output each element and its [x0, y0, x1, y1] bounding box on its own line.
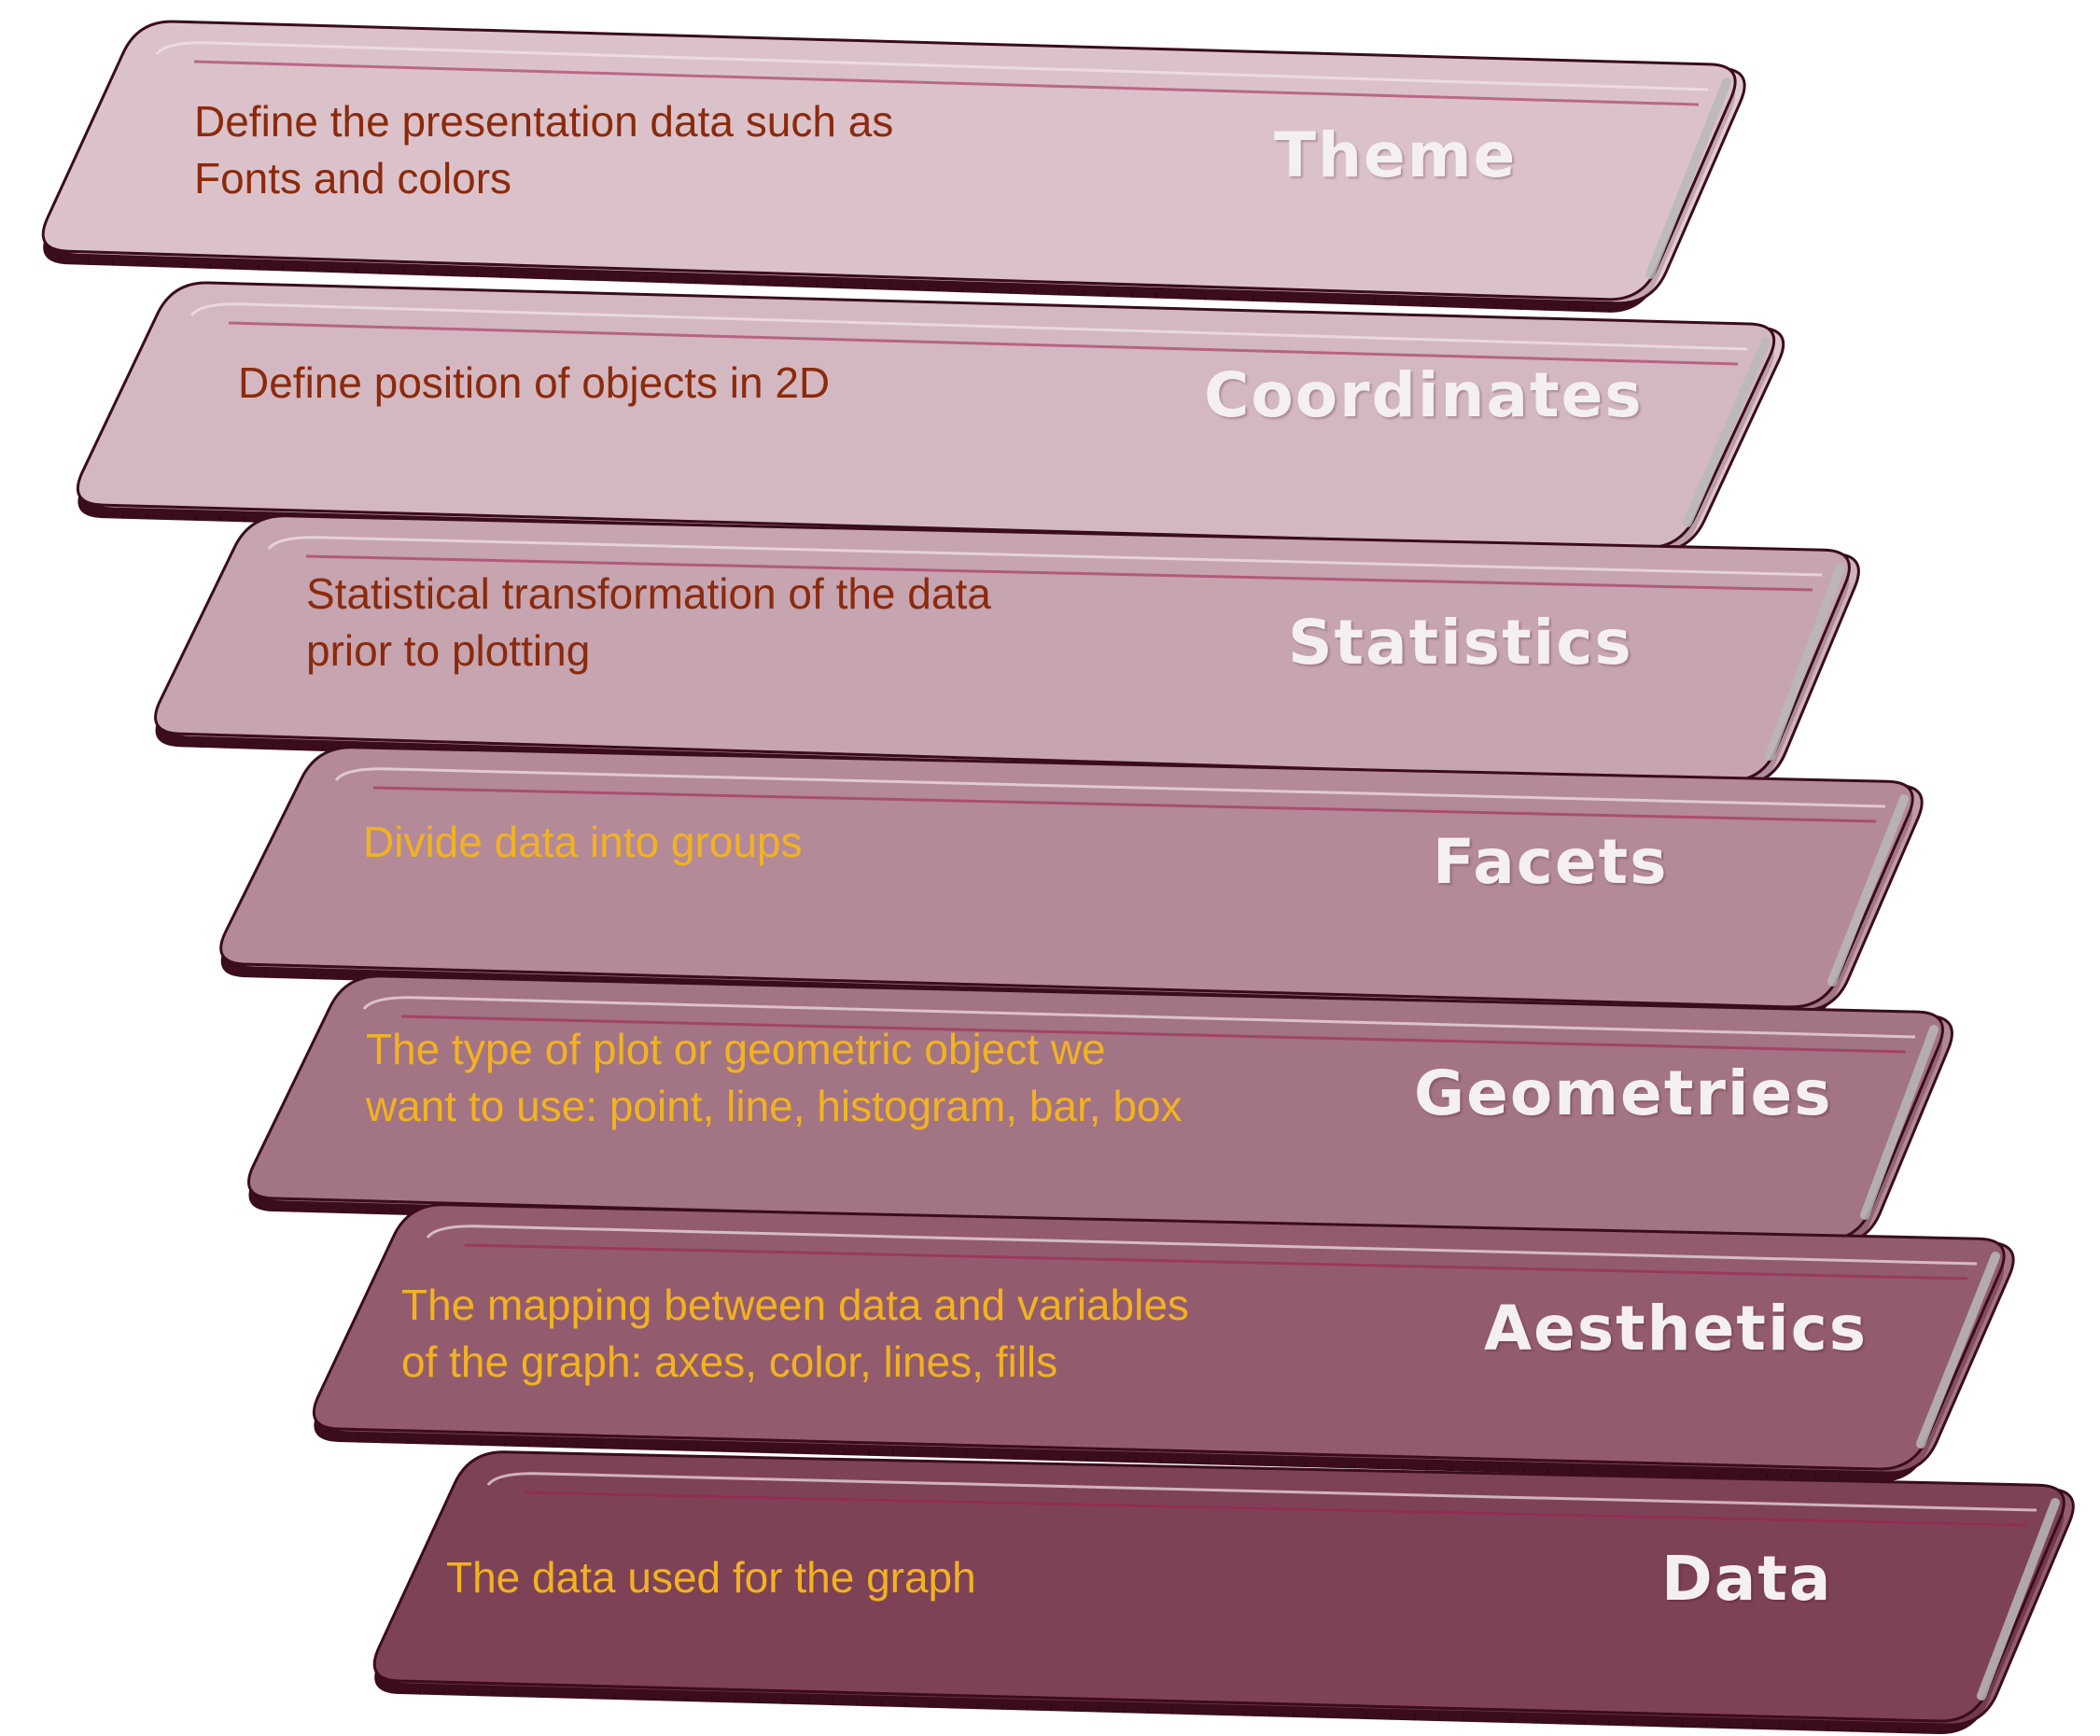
plate-highlight-line	[362, 996, 1916, 1039]
plate-edge-texture	[419, 1688, 1925, 1734]
plate-highlight-line	[426, 1225, 1978, 1266]
plate-statistics	[154, 514, 1860, 794]
coordinates-description: Define position of objects in 2D	[238, 358, 831, 407]
plate-rim	[1645, 77, 1731, 279]
plate-highlight-line	[189, 302, 1748, 351]
geometries-title: Geometries	[1414, 1057, 1833, 1129]
data-title: Data	[1661, 1543, 1833, 1615]
coordinates-title: Coordinates	[1204, 359, 1644, 431]
plate-rim	[1860, 1025, 1939, 1220]
plate-bevel-line	[400, 1015, 1907, 1054]
theme-title: Theme	[1274, 119, 1518, 191]
data-description: The data used for the graph	[446, 1553, 976, 1602]
plate-data	[372, 1450, 2075, 1735]
geometries-description: The type of plot or geometric object we …	[366, 1025, 1183, 1130]
theme-description: Define the presentation data such as Fon…	[194, 97, 894, 203]
plate-bevel-line	[525, 1491, 2028, 1527]
statistics-title: Statistics	[1288, 607, 1633, 679]
plate-rim	[1916, 1252, 2000, 1449]
plate-rim	[1683, 337, 1771, 527]
plate-facets	[219, 746, 1924, 1020]
aesthetics-title: Aesthetics	[1484, 1293, 1869, 1365]
plate-highlight-line	[334, 767, 1886, 808]
plate-highlight-line	[155, 41, 1709, 91]
plate-bevel-line	[228, 321, 1739, 366]
plate-rim	[1765, 563, 1845, 761]
plate-bevel-line	[464, 1243, 1968, 1281]
plate-bevel-line	[305, 554, 1813, 592]
plate-coordinates	[76, 281, 1785, 561]
plate-edge-texture	[88, 259, 1594, 313]
plate-theme	[41, 20, 1746, 313]
plate-bevel-line	[193, 60, 1700, 106]
plate-geometries	[247, 974, 1953, 1254]
plate-highlight-line	[267, 536, 1823, 577]
statistics-description: Statistical transformation of the data p…	[306, 569, 991, 675]
aesthetics-description: The mapping between data and variables o…	[401, 1281, 1189, 1386]
facets-title: Facets	[1433, 826, 1669, 898]
facets-description: Divide data into groups	[363, 818, 803, 866]
plate-bevel-line	[372, 786, 1877, 823]
plate-aesthetics	[312, 1203, 2015, 1483]
plate-rim	[1827, 794, 1909, 987]
plate-rim	[1977, 1498, 2060, 1701]
plate-highlight-line	[486, 1472, 2037, 1512]
plate-edge-texture	[358, 1436, 1865, 1482]
